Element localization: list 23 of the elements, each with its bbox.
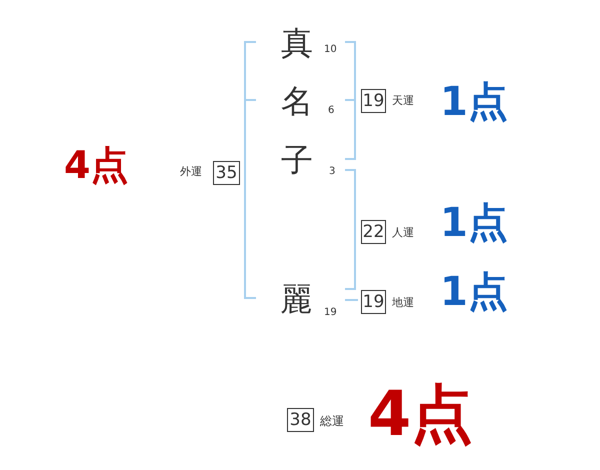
number-box: 19 (361, 89, 386, 113)
stroke-count: 19 (324, 308, 337, 318)
fortune-name: 総運 (320, 415, 344, 427)
number-box: 35 (213, 161, 240, 185)
name-character: 真 (281, 27, 313, 59)
fortune-name: 人運 (392, 227, 414, 238)
score: 4点 (368, 383, 474, 445)
name-character: 子 (281, 144, 313, 176)
stroke-count: 10 (324, 45, 337, 55)
fortune-name: 天運 (392, 95, 414, 106)
stroke-count: 3 (329, 167, 336, 177)
stroke-count: 6 (328, 106, 334, 116)
score: 4点 (64, 146, 128, 184)
score: 1点 (440, 203, 508, 243)
number-box: 19 (361, 290, 386, 314)
score: 1点 (440, 82, 508, 122)
number-box: 22 (361, 220, 386, 244)
name-character: 麗 (280, 283, 312, 315)
number-box: 38 (287, 408, 314, 432)
score: 1点 (440, 272, 508, 312)
fortune-name: 地運 (392, 297, 414, 308)
name-character: 名 (281, 85, 313, 117)
fortune-name: 外運 (180, 166, 202, 177)
